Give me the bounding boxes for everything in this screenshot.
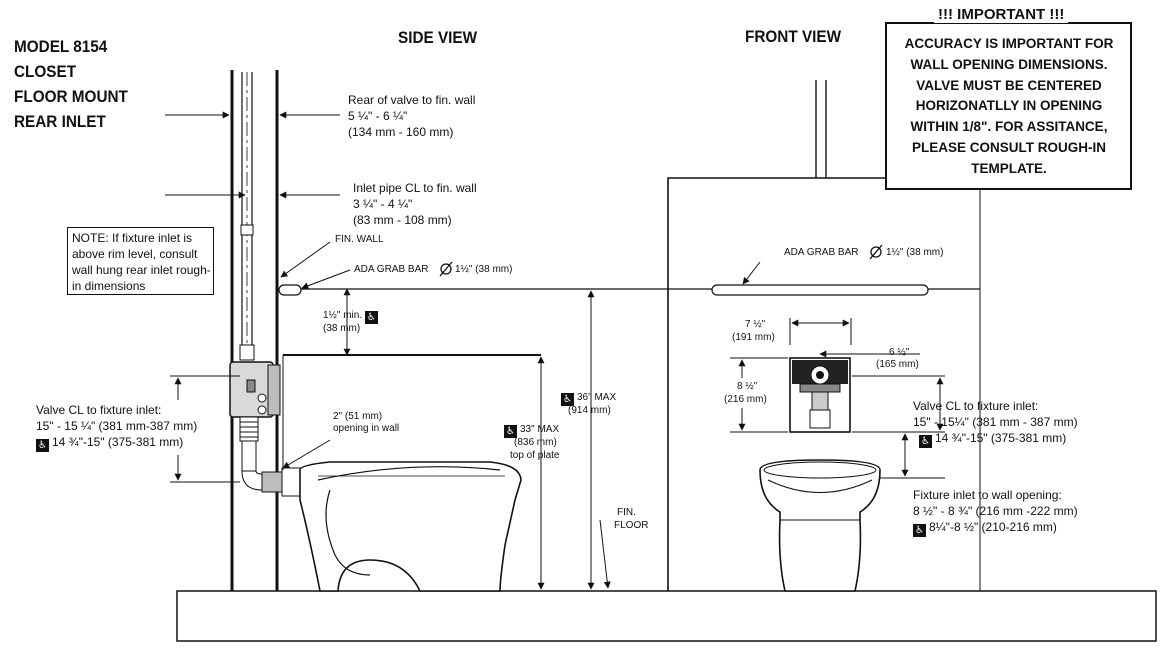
front-wall-outline — [667, 177, 980, 591]
note-text: NOTE: If fixture inlet is above rim leve… — [72, 231, 211, 293]
inlet-pipe-inches: 3 ¼" - 4 ¼" — [353, 197, 413, 211]
side-view-title: SIDE VIEW — [398, 28, 478, 47]
box-width-inches: 6 ½" — [889, 347, 910, 358]
wheelchair-icon: ♿ — [919, 435, 932, 448]
max33-inches: ♿33" MAX — [504, 424, 559, 438]
inlet-pipe-title: Inlet pipe CL to fin. wall — [353, 181, 477, 195]
model-type: CLOSET — [14, 62, 77, 81]
opening-height-inches: 8 ½" — [737, 381, 758, 392]
wheelchair-icon: ♿ — [913, 524, 926, 537]
fixture-inlet-range: 8 ½" - 8 ¾" (216 mm -222 mm) — [913, 504, 1078, 518]
fin-floor-label-1: FIN. — [617, 507, 636, 518]
wall-opening-size: 2" (51 mm) — [333, 411, 383, 422]
max36-mm: (914 mm) — [568, 405, 611, 416]
fixture-inlet-title: Fixture inlet to wall opening: — [913, 488, 1062, 502]
side-grab-bar-label: ADA GRAB BAR — [354, 264, 429, 275]
wheelchair-icon: ♿ — [561, 393, 574, 406]
opening-height-mm: (216 mm) — [724, 394, 767, 405]
front-valve-cl-title: Valve CL to fixture inlet: — [913, 399, 1039, 413]
wheelchair-icon: ♿ — [504, 425, 517, 438]
wheelchair-icon: ♿ — [36, 439, 49, 452]
side-valve-cl-title: Valve CL to fixture inlet: — [36, 403, 162, 417]
important-text: ACCURACY IS IMPORTANT FOR WALL OPENING D… — [904, 36, 1114, 176]
fixture-inlet-ada: ♿8¼"-8 ½" (210-216 mm) — [913, 520, 1057, 537]
front-valve — [792, 360, 848, 429]
fin-floor-label-2: FLOOR — [614, 520, 649, 531]
important-title: !!! IMPORTANT !!! — [934, 6, 1069, 23]
toilet-front-view — [759, 459, 881, 592]
front-view-title: FRONT VIEW — [745, 27, 842, 46]
floor-slab — [176, 590, 1157, 642]
front-grab-bar-label: ADA GRAB BAR — [784, 247, 859, 258]
inlet-pipe-mm: (83 mm - 108 mm) — [353, 213, 452, 227]
opening-width-inches: 7 ½" — [745, 319, 766, 330]
supply-pipe — [239, 72, 255, 361]
max33-text: top of plate — [510, 450, 560, 461]
box-width-mm: (165 mm) — [876, 359, 919, 370]
rear-valve-title: Rear of valve to fin. wall — [348, 93, 476, 107]
wheelchair-icon: ♿ — [364, 311, 378, 324]
max33-mm: (836 mm) — [514, 437, 557, 448]
rear-valve-mm: (134 mm - 160 mm) — [348, 125, 454, 139]
front-valve-cl-ada: ♿14 ¾"-15" (375-381 mm) — [919, 431, 1066, 448]
front-grab-bar — [711, 284, 929, 296]
diameter-symbol-icon — [439, 244, 883, 277]
side-grab-bar-size: 1½" (38 mm) — [455, 264, 513, 275]
max36-inches: ♿36" MAX — [561, 392, 616, 406]
opening-width-mm: (191 mm) — [732, 332, 775, 343]
front-grab-bar-size: 1½" (38 mm) — [886, 247, 944, 258]
min-clearance-inches: 1½" min. ♿ — [323, 310, 381, 324]
side-valve-cl-ada: ♿14 ¾"-15" (375-381 mm) — [36, 435, 183, 452]
fin-wall-label: FIN. WALL — [335, 234, 384, 245]
model-inlet: REAR INLET — [14, 112, 106, 131]
side-valve-cl-range: 15" - 15 ¼" (381 mm-387 mm) — [36, 419, 198, 433]
rear-valve-inches: 5 ¼" - 6 ¼" — [348, 109, 408, 123]
toilet-side-profile — [299, 461, 522, 592]
important-notice-box — [885, 22, 1132, 190]
flush-valve — [229, 361, 305, 497]
wall-opening-text: opening in wall — [333, 423, 400, 434]
front-valve-cl-range: 15" - 15¼" (381 mm - 387 mm) — [913, 415, 1078, 429]
model-mount: FLOOR MOUNT — [14, 87, 128, 106]
model-number: MODEL 8154 — [14, 37, 108, 56]
note-box — [67, 227, 214, 295]
side-grab-bar — [278, 284, 302, 296]
min-clearance-mm: (38 mm) — [323, 323, 361, 334]
